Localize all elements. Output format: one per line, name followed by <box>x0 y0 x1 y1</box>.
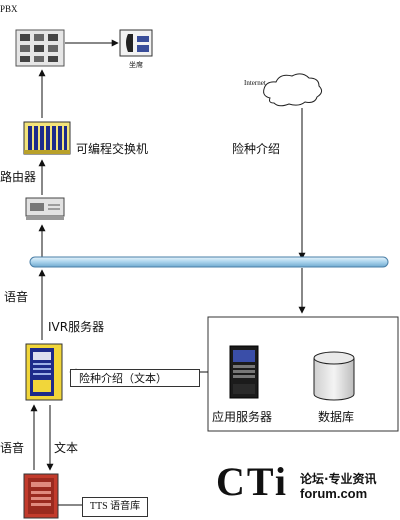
tts-label: TTS <box>89 501 108 512</box>
ivr-label: IVR服务器 <box>48 320 105 334</box>
tts-server-icon <box>23 473 59 519</box>
insurance-intro-text-label: 险种介绍（文本） <box>70 369 200 387</box>
ivr-server-icon <box>25 343 63 401</box>
cti-logo-mark: CTi <box>216 459 288 504</box>
router-icon <box>25 197 65 220</box>
text-label: 文本 <box>54 441 79 455</box>
cti-logo-url: forum.com <box>300 486 368 501</box>
voice-upper-label: 语音 <box>4 290 29 304</box>
switch-label: 可编程交换机 <box>76 142 149 156</box>
pbx-icon <box>15 29 65 67</box>
voice-lower-label: 语音 <box>0 441 25 455</box>
cti-logo-tagline: 论坛·专业资讯 <box>300 472 377 486</box>
tts-voice-library-box: TTS 语音库 <box>82 497 148 517</box>
network-bus <box>29 256 389 268</box>
app-server-label: 应用服务器 <box>212 410 273 424</box>
seat-label: 坐席 <box>129 61 143 69</box>
insurance-intro-label: 险种介绍 <box>232 142 281 156</box>
voice-library-label: 语音库 <box>110 501 141 512</box>
pbx-label: PBX <box>0 4 18 14</box>
internet-label: Internet <box>244 79 266 87</box>
app-server-icon <box>229 345 259 399</box>
database-icon <box>313 351 355 401</box>
database-label: 数据库 <box>318 410 355 424</box>
router-label: 路由器 <box>0 170 37 184</box>
seat-phone-icon <box>119 29 153 57</box>
internet-cloud-icon <box>263 73 323 107</box>
switch-icon <box>23 121 71 155</box>
